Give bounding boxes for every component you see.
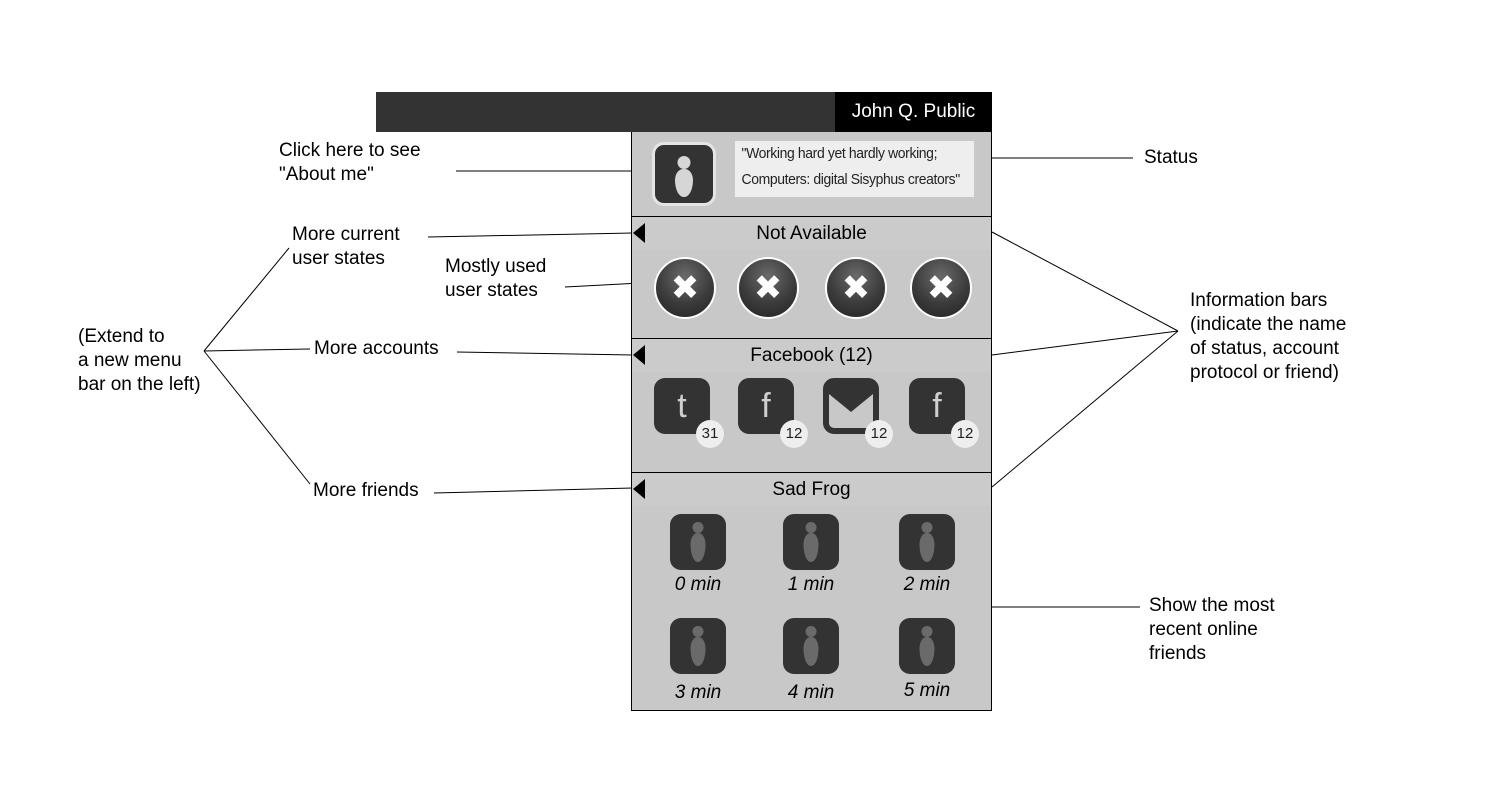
infobar-friend-label: Sad Frog [772,479,851,500]
status-line-2: Computers: digital Sisyphus creators" [741,171,961,188]
leader-extend-accounts [203,348,311,352]
unread-badge: 12 [865,420,893,448]
about-me-avatar-button[interactable] [652,142,716,206]
account-twitter[interactable]: t 31 [654,378,724,448]
annotation-recent-friends: Show the most recent online friends [1149,594,1275,666]
annotation-line: "About me" [279,164,374,185]
leader-more-friends [433,487,634,494]
annotation-more-accounts: More accounts [314,338,439,359]
account-facebook-2[interactable]: f 12 [909,378,979,448]
annotation-line: (Extend to [78,326,165,347]
friend-last-seen: 4 min [787,682,835,703]
friend-item[interactable]: 5 min [898,618,956,701]
annotation-more-friends: More friends [313,480,419,501]
unread-badge: 12 [951,420,979,448]
leader-extend-friends [203,350,311,485]
profile-section: "Working hard yet hardly working; Comput… [632,132,991,216]
friend-avatar[interactable] [670,618,726,674]
x-circle-icon: ✖ [670,268,700,308]
annotation-line: Information bars [1190,290,1328,311]
friend-item[interactable]: 1 min [782,514,840,595]
friend-last-seen: 3 min [674,682,722,703]
user-name[interactable]: John Q. Public [835,92,992,132]
friend-last-seen: 5 min [903,680,951,701]
annotation-status: Status [1144,147,1198,168]
infobar-account-label: Facebook (12) [750,345,873,366]
leader-mostly-used [564,282,641,288]
facebook-icon: f [932,387,942,425]
mail-icon [829,384,873,412]
triangle-left-icon[interactable] [633,479,645,499]
friend-avatar[interactable] [899,514,955,570]
accounts-row: t 31 f 12 12 f 12 [632,372,991,472]
friend-last-seen: 1 min [787,574,835,595]
annotation-info-bars: Information bars (indicate the name of s… [1190,289,1346,385]
annotation-line: Mostly used [445,256,547,277]
triangle-left-icon[interactable] [633,223,645,243]
user-states-row: ✖ ✖ ✖ ✖ [632,250,991,338]
status-line-1: "Working hard yet hardly working; [741,145,938,162]
infobar-friend[interactable]: Sad Frog [632,472,991,507]
friend-avatar[interactable] [899,618,955,674]
annotation-line: Click here to see [279,140,421,161]
facebook-icon: f [761,387,771,425]
twitter-icon: t [677,387,687,425]
annotation-line: protocol or friend) [1190,362,1339,383]
friend-item[interactable]: 2 min [898,514,956,595]
contact-panel: "Working hard yet hardly working; Comput… [631,132,992,711]
annotation-about-me: Click here to see "About me" [279,139,421,187]
infobar-status-label: Not Available [756,223,867,244]
user-state-button[interactable]: ✖ [911,258,971,318]
friend-item[interactable]: 3 min [669,618,727,703]
leader-more-states [427,232,634,238]
annotation-mostly-used: Mostly used user states [445,255,546,303]
infobar-account[interactable]: Facebook (12) [632,338,991,373]
annotation-more-states: More current user states [292,223,400,271]
annotation-extend: (Extend to a new menu bar on the left) [78,325,201,397]
leader-infobar-friend [991,330,1179,488]
leader-infobar-account [991,330,1179,356]
friend-avatar[interactable] [783,618,839,674]
annotation-line: a new menu [78,350,182,371]
annotation-line: user states [445,280,538,301]
annotation-line: Show the most [1149,595,1275,616]
annotation-line: (indicate the name [1190,314,1347,335]
annotation-line: friends [1149,643,1207,664]
annotation-line: bar on the left) [78,374,201,395]
annotation-line: recent online [1149,619,1258,640]
friend-last-seen: 0 min [674,574,722,595]
account-facebook[interactable]: f 12 [738,378,808,448]
user-state-button[interactable]: ✖ [655,258,715,318]
user-state-button[interactable]: ✖ [738,258,798,318]
leader-more-accounts [456,351,634,356]
x-circle-icon: ✖ [926,268,956,308]
leader-infobar-status [991,231,1179,332]
annotation-line: user states [292,248,385,269]
recent-friends-grid: 0 min 1 min 2 min [632,506,991,710]
account-mail[interactable]: 12 [823,378,893,448]
infobar-status[interactable]: Not Available [632,216,991,251]
x-circle-icon: ✖ [841,268,871,308]
x-circle-icon: ✖ [753,268,783,308]
friend-last-seen: 2 min [903,574,951,595]
status-message[interactable]: "Working hard yet hardly working; Comput… [735,141,975,197]
user-state-button[interactable]: ✖ [826,258,886,318]
unread-badge: 31 [696,420,724,448]
triangle-left-icon[interactable] [633,345,645,365]
annotation-line: of status, account [1190,338,1339,359]
annotation-line: More current [292,224,400,245]
friend-avatar[interactable] [783,514,839,570]
friend-item[interactable]: 4 min [782,618,840,703]
unread-badge: 12 [780,420,808,448]
friend-avatar[interactable] [670,514,726,570]
friend-item[interactable]: 0 min [669,514,727,595]
leader-extend-states [203,247,290,352]
